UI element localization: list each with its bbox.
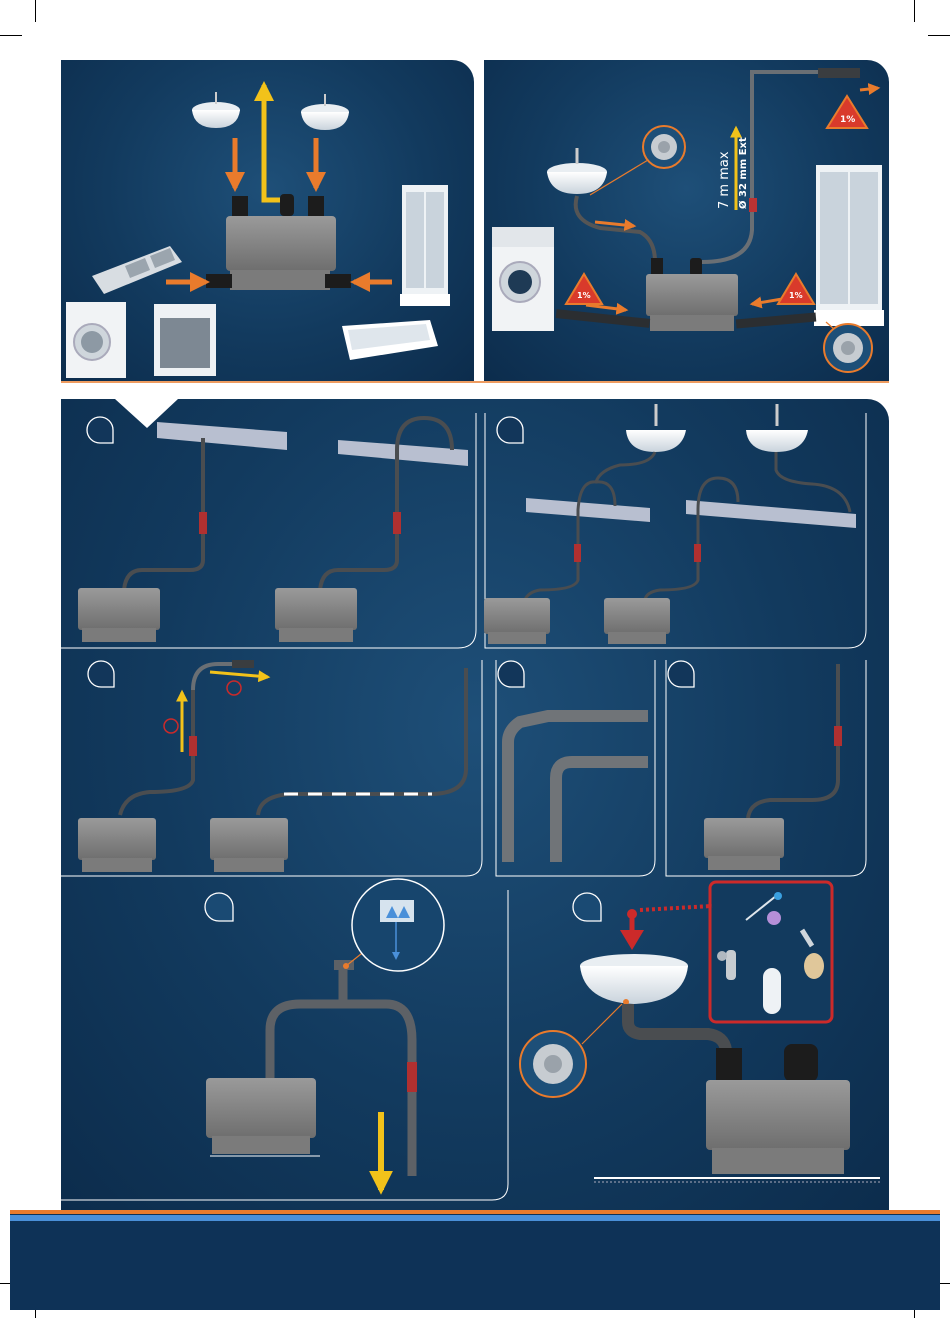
arrow-right-3 (210, 672, 268, 677)
pipe-1a (124, 438, 203, 590)
slope-warning-top: 1% (827, 96, 867, 128)
slope-label-right: 1% (789, 291, 803, 300)
step-marker-3 (88, 661, 114, 687)
prohibited-items-box (710, 882, 832, 1022)
section-1-scene (78, 418, 468, 642)
section-7-scene (520, 882, 880, 1182)
step-marker-4 (498, 661, 524, 687)
slope-label-left: 1% (577, 291, 591, 300)
pipe-2b (645, 452, 850, 600)
drain-filter-zoom-bottom (824, 322, 872, 372)
pump-unit-top-left (206, 194, 351, 290)
section-6-scene (206, 879, 444, 1190)
pump-2b (604, 598, 670, 644)
floor-pipe-right (736, 313, 816, 329)
elbow-90 (556, 762, 648, 862)
pump-unit-top-right (646, 258, 738, 331)
arrow-exit (860, 88, 878, 90)
step-marker-1 (87, 417, 113, 443)
step-marker-5 (668, 661, 694, 687)
arrow-flow-right (595, 222, 634, 226)
pump-1a (78, 588, 160, 642)
warning-drop (620, 909, 644, 950)
drain-filter-zoom-top (590, 126, 685, 195)
soil-pipe-1a (157, 422, 287, 450)
elbow-45 (508, 716, 648, 862)
pump-3a (78, 818, 156, 872)
check-circle-3a (227, 681, 241, 695)
top-right-scene: 7 m max Ø 32 mm Ext 1% 1% 1% (492, 68, 884, 372)
arrow-up-discharge (264, 85, 282, 200)
washbasin-7 (580, 954, 688, 1005)
drain-filter-zoom-7 (520, 1031, 586, 1097)
shower-cabin-top-right (814, 165, 884, 326)
washing-machine-top-right (492, 227, 554, 331)
section-2-scene (484, 404, 856, 644)
pump-3b (210, 818, 288, 872)
air-valve-zoom (352, 879, 444, 971)
washbasin-2a (626, 404, 686, 452)
pipe-diameter-label: Ø 32 mm Ext (737, 137, 749, 209)
slope-warning-left: 1% (566, 274, 602, 304)
pump-6 (206, 1078, 320, 1156)
pipe-5 (748, 664, 838, 818)
step-marker-7 (573, 893, 601, 921)
pump-5 (704, 818, 784, 870)
height-label: 7 m max (717, 151, 732, 209)
slope-label-top: 1% (840, 115, 855, 125)
pump-7 (594, 1044, 880, 1182)
section-3-scene (78, 660, 466, 872)
soil-pipe-2b (686, 500, 856, 528)
section-5-scene (704, 664, 842, 870)
kitchen-sink (92, 246, 182, 294)
washbasin-right (301, 94, 349, 130)
pipe-2a (525, 452, 655, 600)
washing-machine-top-left (66, 302, 126, 378)
shower-cabin-top-left (400, 185, 450, 306)
washbasin-top-right (547, 148, 607, 194)
arrow-in-left (586, 305, 626, 310)
washbasin-2b (746, 404, 808, 452)
check-circle-3b (164, 719, 178, 733)
washbasin-left (192, 92, 240, 128)
pump-1b (275, 588, 357, 642)
step-marker-6 (205, 893, 233, 921)
top-left-scene (66, 85, 450, 378)
soil-pipe-1b (338, 440, 468, 466)
drain-hose-basin (576, 196, 655, 262)
dotted-connector (640, 906, 712, 910)
dishwasher (154, 304, 216, 376)
section-4-scene (508, 716, 648, 862)
bathtub (342, 320, 438, 360)
pump-2a (484, 598, 550, 644)
floor-pipe-left (556, 309, 650, 328)
step-marker-2 (497, 417, 523, 443)
slope-warning-right: 1% (778, 274, 814, 304)
soil-pipe-2a (526, 498, 650, 522)
